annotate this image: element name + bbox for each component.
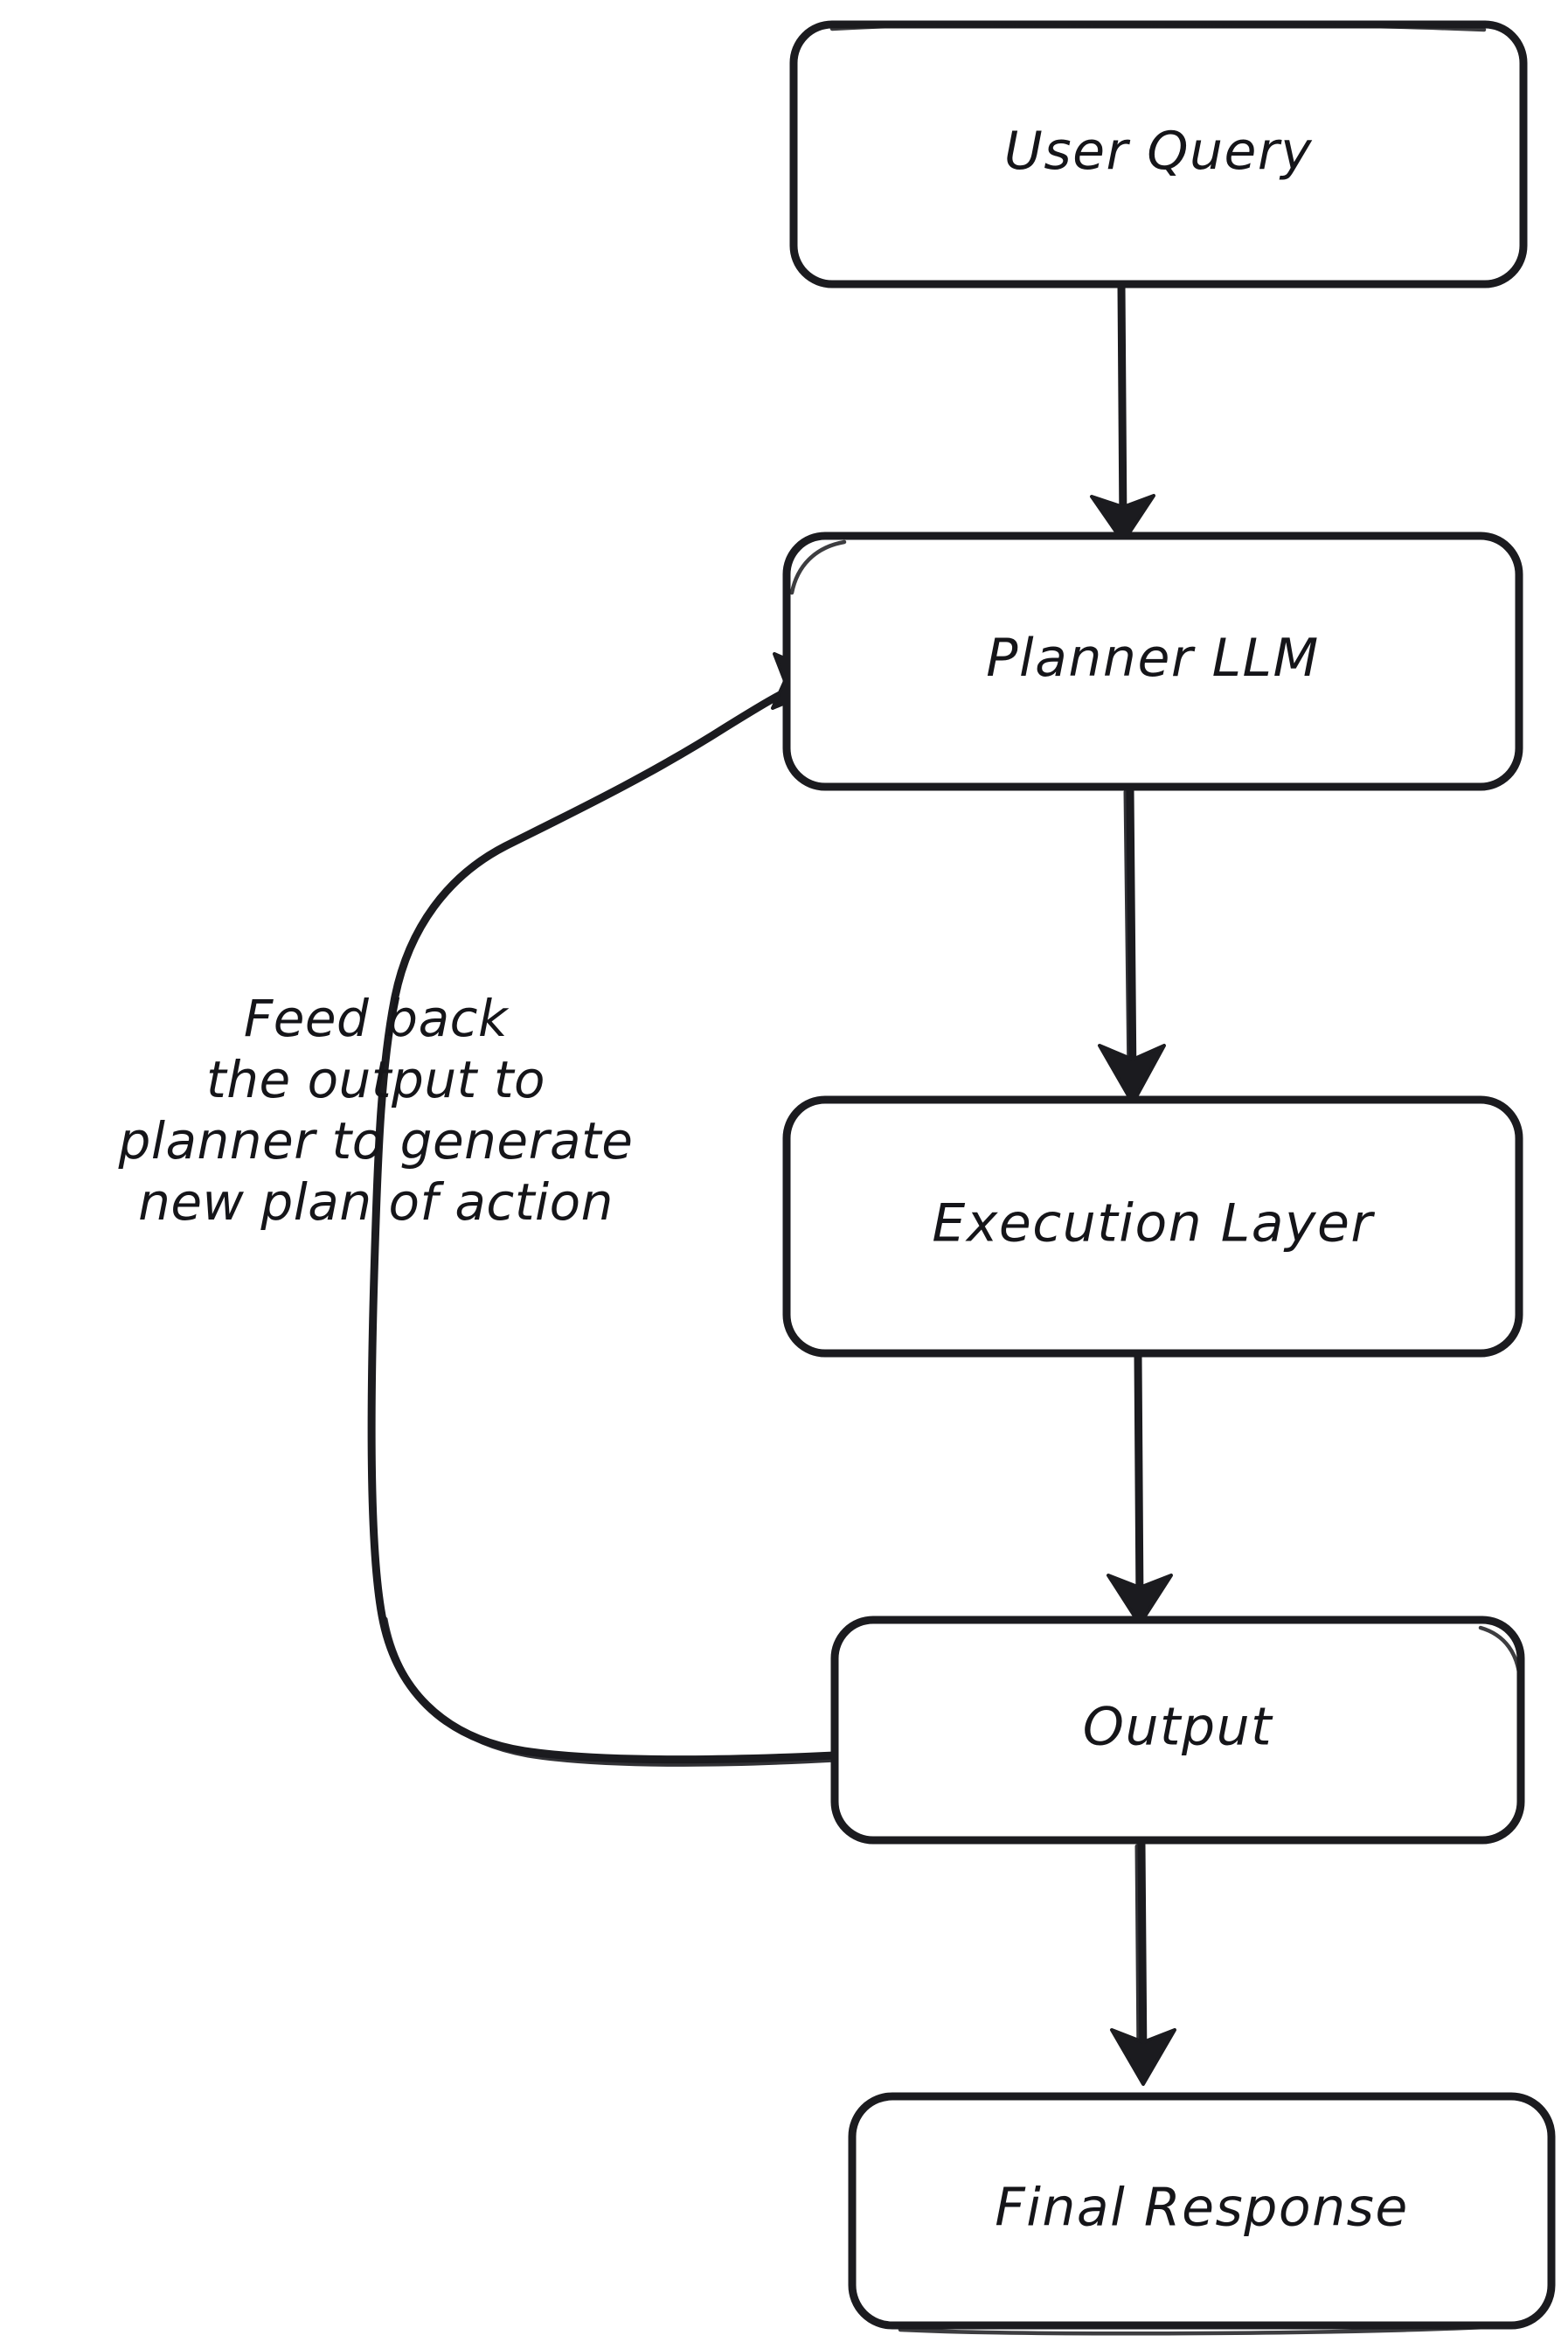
arrowhead-2 [1098,1044,1166,1105]
edge-output-to-final-response [1110,1840,1176,2086]
final-response-box-sketch [898,2325,1488,2336]
edge-shaft-1 [1117,281,1127,532]
edge-execution-to-output [1107,1352,1173,1626]
arrowhead-1 [1090,494,1155,544]
edge-planner-to-execution [1098,786,1166,1105]
edge-shaft-4 [1137,1840,1148,2067]
edge-shaft-2 [1126,786,1137,1088]
edge-shaft-2-sketch [1123,789,1132,1083]
arrowhead-3 [1107,1574,1173,1626]
edge-shaft-4-sketch [1134,1844,1141,2062]
feedback-note-line-1: Feed back [244,989,510,1048]
feedback-curve-path [367,678,839,1764]
output-box-sketch [1478,1625,1523,1683]
feedback-note-line-2: the output to [206,1050,545,1109]
feedback-note-line-4: new plan of action [138,1172,614,1232]
edge-shaft-3 [1134,1352,1144,1609]
node-final-response[interactable]: Final Response [848,2092,1556,2336]
arrowhead-4 [1110,2028,1176,2086]
user-query-box-sketch [829,21,1487,32]
feedback-curve-sketch-overlay [383,1616,840,1767]
final-response-box[interactable] [848,2092,1556,2330]
feedback-note: Feed back the output to planner to gener… [118,989,634,1232]
planner-llm-box-sketch [789,539,847,595]
planner-llm-label: Planner LLM [986,628,1319,689]
execution-layer-label: Execution Layer [932,1193,1375,1254]
node-user-query[interactable]: User Query [789,20,1528,288]
node-execution-layer[interactable]: Execution Layer [782,1095,1523,1358]
feedback-note-line-3: planner to generate [118,1111,634,1171]
output-label: Output [1083,1697,1273,1758]
edge-user-query-to-planner [1090,281,1155,544]
node-output[interactable]: Output [830,1616,1525,1845]
user-query-label: User Query [1004,121,1313,182]
execution-layer-box[interactable] [782,1095,1523,1358]
final-response-label: Final Response [995,2178,1409,2239]
node-planner-llm[interactable]: Planner LLM [782,532,1523,791]
planner-llm-box[interactable] [782,532,1523,791]
output-box[interactable] [830,1616,1525,1845]
